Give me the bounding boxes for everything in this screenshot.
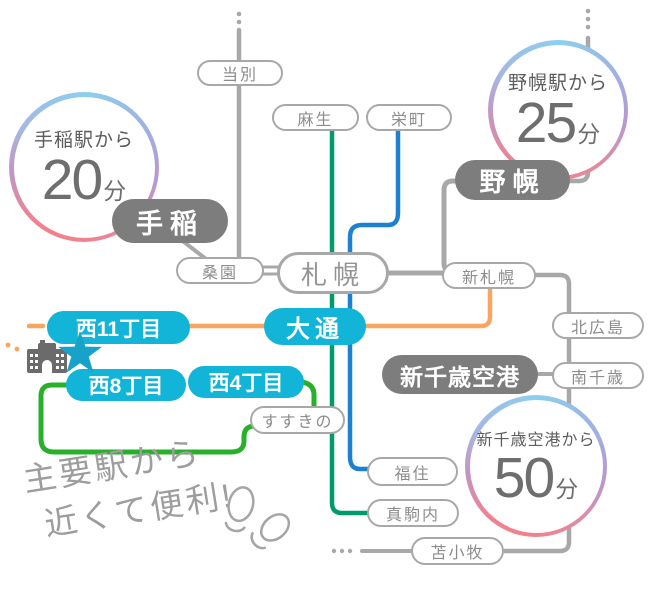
tozai-line-dots — [5, 342, 20, 352]
station-tobetsu: 当別 — [197, 60, 283, 86]
subway-nishi4: 西4丁目 — [188, 366, 304, 398]
time-circle-airport-minutes: 50 — [493, 445, 555, 510]
station-fukuzumi: 福住 — [367, 457, 458, 486]
station-makomanai: 真駒内 — [367, 499, 459, 527]
time-circle-airport-unit: 分 — [555, 475, 579, 502]
time-circle-nopporo-label: 野幌駅から — [507, 73, 608, 94]
jr-lines — [178, 27, 591, 554]
time-circle-nopporo-unit: 分 — [577, 121, 601, 147]
subway-nishi8: 西8丁目 — [66, 369, 186, 401]
station-soen: 桑園 — [176, 257, 264, 284]
subway-nishi11: 西11丁目 — [47, 311, 190, 344]
station-susukino: すすきの — [250, 406, 345, 434]
toho-line — [347, 130, 401, 472]
time-circle-teine-minutes: 20 — [41, 148, 103, 212]
jr-line-dots — [236, 8, 591, 554]
station-sapporo: 札幌 — [277, 252, 389, 294]
time-circle-teine-label: 手稲駅から — [33, 130, 134, 151]
nopporo-connector — [441, 178, 462, 275]
time-circle-nopporo-minutes: 25 — [515, 91, 577, 155]
station-shin-sapporo: 新札幌 — [442, 262, 536, 289]
time-circle-teine: 手稲駅から 20 分 — [9, 92, 159, 242]
station-tomakomai: 苫小牧 — [411, 537, 504, 565]
streetcar-line — [38, 382, 260, 455]
time-circle-airport-label: 新千歳空港から — [476, 431, 596, 449]
footprints-icon — [224, 486, 291, 550]
badge-nopporo: 野幌 — [455, 160, 570, 200]
tozai-line — [47, 289, 493, 329]
station-kitahiroshima: 北広島 — [552, 312, 644, 339]
time-circle-nopporo: 野幌駅から 25 分 — [488, 40, 628, 180]
subway-odori: 大通 — [264, 308, 366, 345]
building-icon — [27, 340, 67, 373]
badge-new-chitose-airport: 新千歳空港 — [382, 355, 538, 394]
star-icon — [58, 331, 102, 373]
station-minami-chitose: 南千歳 — [552, 362, 644, 389]
badge-teine: 手稲 — [112, 199, 228, 243]
time-circle-teine-unit: 分 — [103, 178, 127, 204]
namboku-line — [329, 130, 368, 516]
station-sakaemachi: 栄町 — [366, 104, 452, 131]
station-asabu: 麻生 — [272, 104, 359, 131]
time-circle-airport: 新千歳空港から 50 分 — [465, 395, 607, 537]
streetcar-line-east — [301, 379, 317, 407]
